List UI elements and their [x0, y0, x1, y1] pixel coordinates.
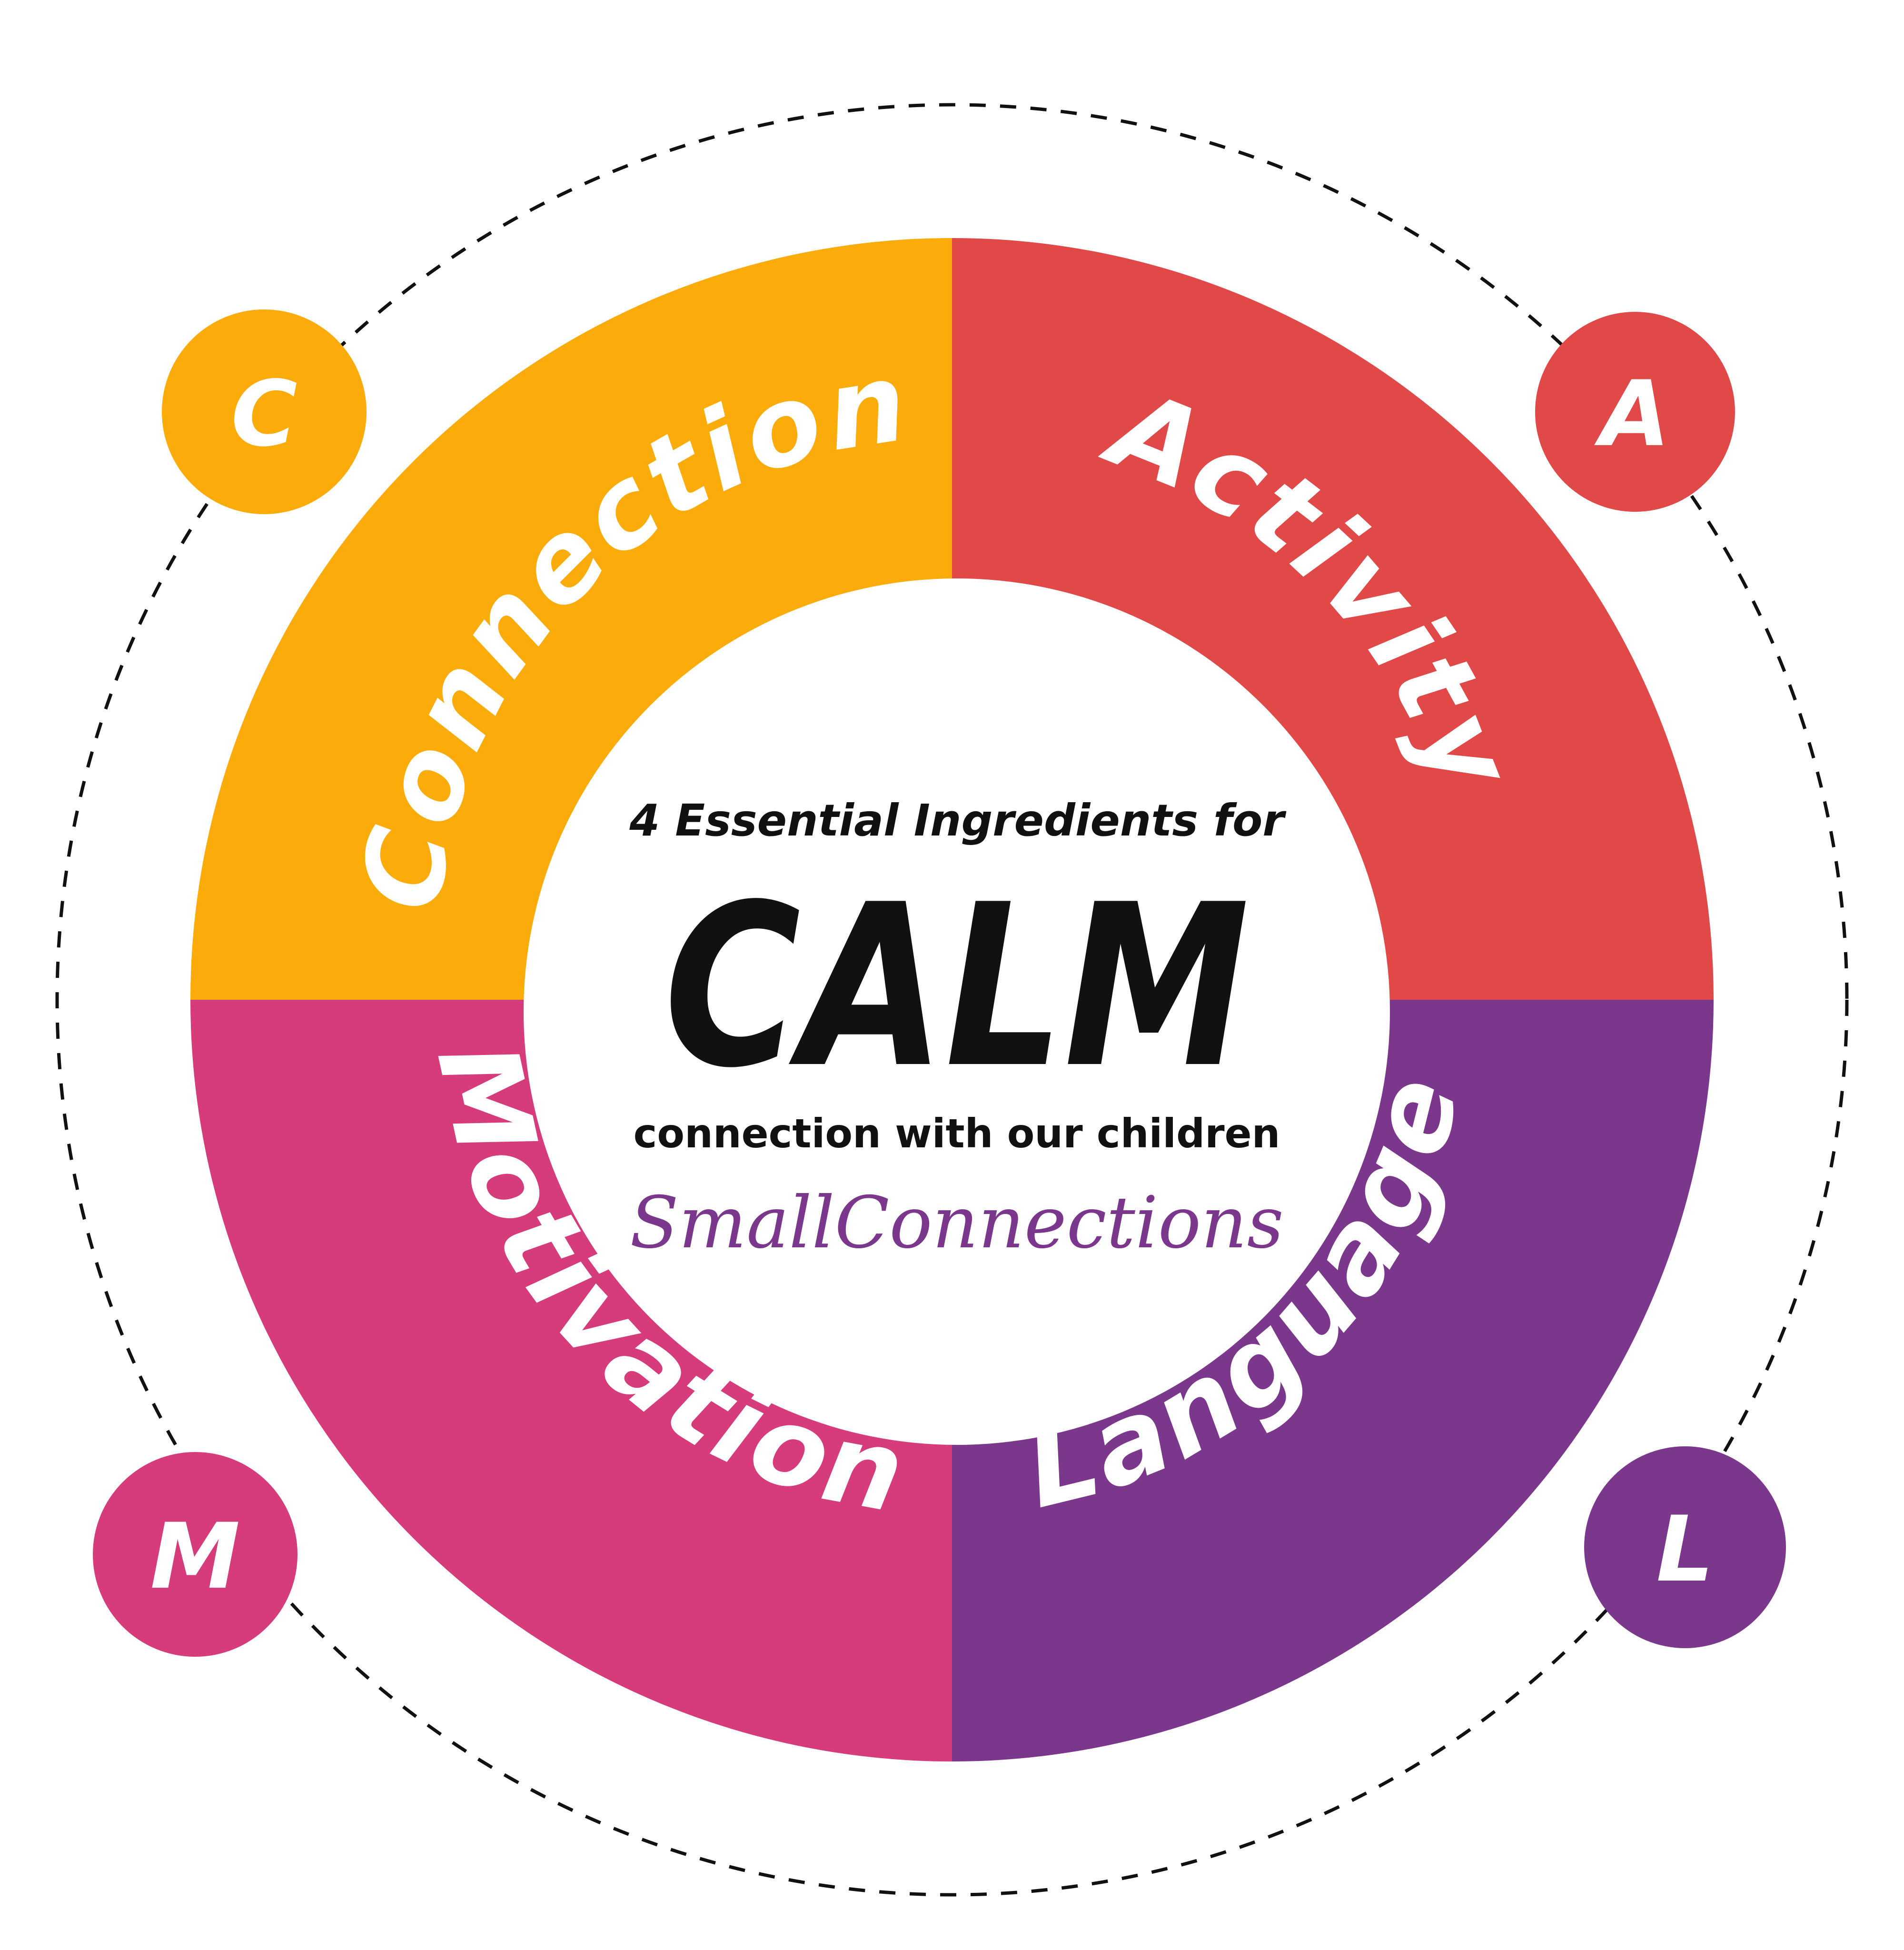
badge-c-letter: C: [231, 361, 297, 467]
center-title: CALM: [664, 856, 1250, 1117]
badge-a-letter: A: [1594, 361, 1670, 467]
badge-c-circle: [162, 309, 367, 514]
dashed-ring: [55, 103, 1849, 1897]
badge-m-letter: M: [150, 1504, 240, 1609]
badge-m: M: [93, 1452, 298, 1657]
badge-a: A: [1535, 312, 1735, 512]
center-tagline-bottom: connection with our children: [634, 1110, 1280, 1157]
badge-c: C: [162, 309, 367, 514]
badge-l-letter: L: [1656, 1497, 1714, 1602]
badge-a-circle: [1535, 312, 1735, 512]
badge-m-circle: [93, 1452, 298, 1657]
badge-l: L: [1584, 1446, 1786, 1648]
center-disc: [524, 578, 1390, 1445]
badge-l-circle: [1584, 1446, 1786, 1648]
brand-logo: SmallConnections: [630, 1182, 1284, 1264]
center-tagline-top: 4 Essential Ingredients for: [629, 795, 1287, 846]
